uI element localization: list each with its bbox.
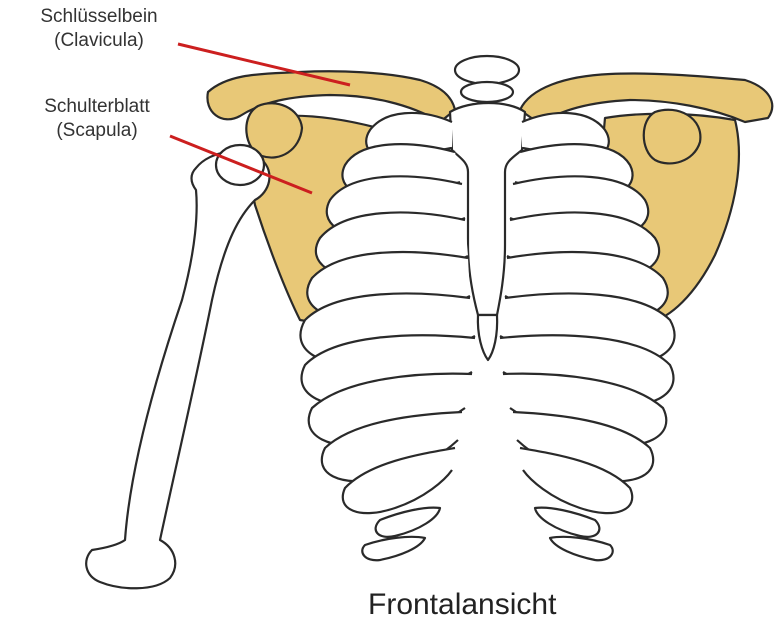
scapula-label: Schulterblatt (Scapula)	[22, 95, 172, 143]
vertebra-1	[455, 56, 519, 84]
clavicle-label-line2: (Clavicula)	[18, 29, 180, 53]
vertebra-2	[461, 82, 513, 102]
humerus	[86, 152, 269, 589]
acromion-left	[644, 110, 701, 164]
view-caption: Frontalansicht	[368, 588, 556, 622]
xiphoid	[478, 315, 497, 360]
scapula-label-line2: (Scapula)	[22, 119, 172, 143]
clavicle-label-line1: Schlüsselbein	[18, 5, 180, 29]
scapula-label-line1: Schulterblatt	[22, 95, 172, 119]
clavicle-label: Schlüsselbein (Clavicula)	[18, 5, 180, 53]
